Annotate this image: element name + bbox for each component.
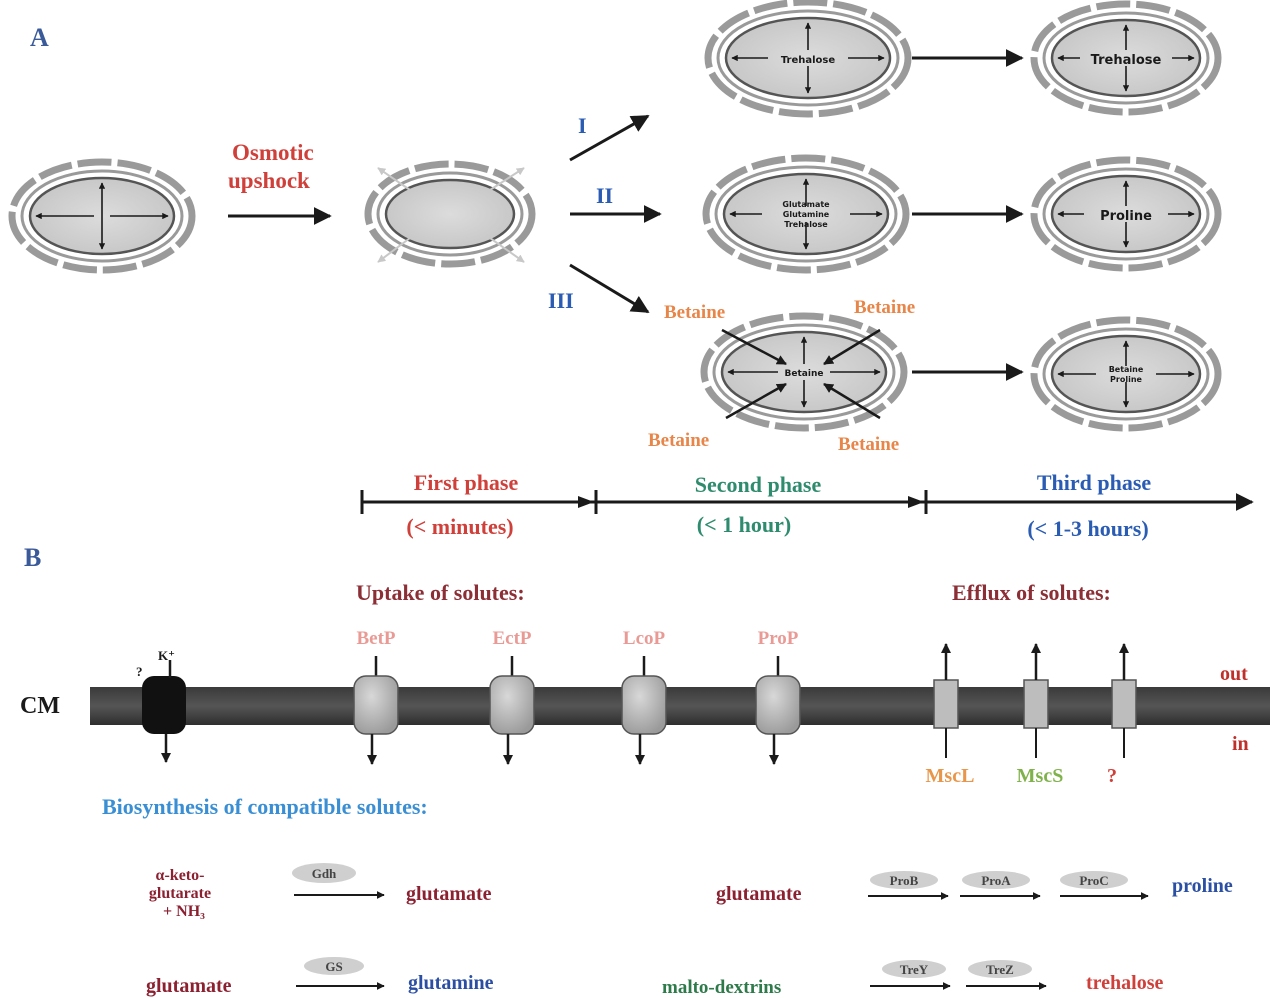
phase-3-name: Third phase	[1037, 470, 1152, 495]
phase-3-duration: (< 1-3 hours)	[1027, 516, 1148, 541]
route-iii-final-cell	[1034, 320, 1218, 428]
route-ii-cell-content-1: Glutamate	[782, 200, 830, 209]
proc-label: ProC	[1079, 873, 1108, 888]
glutamate-product-1: glutamate	[406, 883, 492, 905]
transporter-label: EctP	[492, 628, 531, 649]
route-i-final-content: Trehalose	[1091, 53, 1162, 68]
transporter-label: BetP	[356, 628, 395, 649]
glutamate-substrate-3: glutamate	[146, 975, 232, 997]
glutamine-product: glutamine	[408, 972, 494, 994]
route-ii-label: II	[596, 183, 613, 208]
betaine-label-top-right: Betaine	[854, 297, 915, 318]
initial-cell	[12, 162, 192, 270]
cm-label: CM	[20, 693, 60, 719]
channel-unknown: ?	[1107, 644, 1136, 787]
potassium-transporter	[142, 660, 186, 762]
panel-b-label: B	[24, 543, 41, 572]
alpha-ketoglutarate-line3: + NH₃	[163, 903, 205, 920]
route-iii-cell-content: Betaine	[785, 369, 824, 379]
gs-label: GS	[325, 959, 342, 974]
betaine-label-top-left: Betaine	[664, 302, 725, 323]
gdh-label: Gdh	[312, 866, 337, 881]
osmotic-label: Osmotic	[232, 140, 314, 165]
panel-a-label: A	[30, 23, 49, 52]
route-iii-label: III	[548, 288, 574, 313]
potassium-label: K⁺	[158, 648, 175, 663]
transporter-lcop: LcoP	[622, 628, 666, 764]
cell-membrane	[90, 687, 1270, 725]
potassium-unknown-label: ?	[136, 664, 143, 679]
out-label: out	[1220, 663, 1248, 685]
channel-label: MscL	[926, 765, 975, 787]
proa-label: ProA	[981, 873, 1011, 888]
trehalose-product: trehalose	[1086, 972, 1164, 994]
channel-label: MscS	[1017, 765, 1064, 787]
maltodextrins-substrate: malto-dextrins	[662, 977, 781, 998]
proline-product: proline	[1172, 875, 1233, 897]
glutamate-substrate-2: glutamate	[716, 883, 802, 905]
alpha-ketoglutarate-line1: α-keto-	[156, 867, 205, 884]
transporter-prop: ProP	[756, 628, 800, 764]
phase-1-duration: (< minutes)	[406, 514, 513, 539]
betaine-label-bottom-left: Betaine	[648, 430, 709, 451]
trez-label: TreZ	[986, 962, 1014, 977]
prob-label: ProB	[890, 873, 919, 888]
trey-label: TreY	[900, 962, 929, 977]
route-iii-final-content-2: Proline	[1110, 375, 1142, 384]
efflux-title: Efflux of solutes:	[952, 580, 1111, 605]
channel-label: ?	[1107, 765, 1117, 787]
route-ii-cell-content-2: Glutamine	[783, 210, 830, 219]
route-i-label: I	[578, 113, 587, 138]
alpha-ketoglutarate-line2: glutarate	[149, 885, 211, 902]
route-ii-final-content: Proline	[1100, 209, 1152, 224]
phase-2-name: Second phase	[695, 472, 822, 497]
route-i-cell-content: Trehalose	[781, 55, 836, 66]
transporter-ectp: EctP	[490, 628, 534, 764]
route-ii-cell-content-3: Trehalose	[784, 220, 828, 229]
betaine-label-bottom-right: Betaine	[838, 434, 899, 455]
route-iii-final-content-1: Betaine	[1109, 365, 1144, 374]
transporter-label: LcoP	[623, 628, 666, 649]
upshock-label: upshock	[228, 168, 310, 193]
phase-2-duration: (< 1 hour)	[697, 512, 791, 537]
uptake-title: Uptake of solutes:	[356, 580, 525, 605]
in-label: in	[1232, 733, 1249, 755]
phase-1-name: First phase	[414, 470, 519, 495]
route-iii-arrow	[570, 265, 648, 312]
transporter-label: ProP	[758, 628, 799, 649]
transporter-betp: BetP	[354, 628, 398, 764]
biosynthesis-title: Biosynthesis of compatible solutes:	[102, 794, 428, 819]
plasmolyzed-cell	[368, 164, 532, 264]
